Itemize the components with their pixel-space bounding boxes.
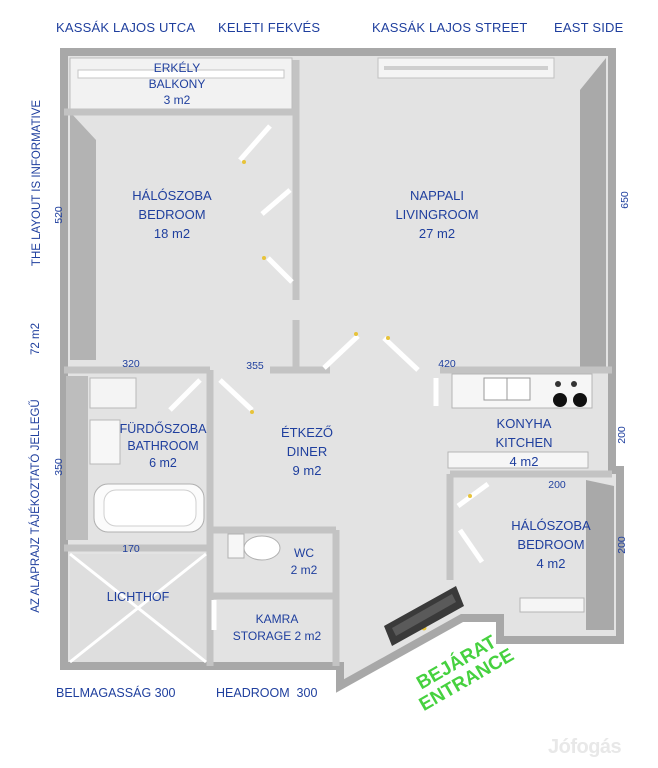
room-balcony-area: 3 m2 [163, 93, 191, 107]
room-balcony: ERKÉLY BALKONY 3 m2 [132, 60, 222, 108]
interior-walls [64, 60, 612, 666]
door-leaves [168, 124, 490, 630]
bedroom-right-wall-shade [586, 480, 614, 630]
kitchen-counter-lower [447, 451, 589, 469]
street-label-hu: KASSÁK LAJOS UTCA [56, 20, 196, 35]
balcony-railing [77, 69, 285, 79]
street-label-en: KASSÁK LAJOS STREET [372, 20, 528, 35]
room-kitchen-en: KITCHEN [495, 435, 553, 450]
dimension-355: 355 [246, 360, 264, 372]
toilet-icon [227, 533, 245, 559]
room-living-hu: NAPPALI [410, 188, 464, 203]
dimension-650: 650 [619, 191, 631, 209]
bath-cabinet [89, 377, 137, 409]
bath-sink-icon [89, 419, 121, 465]
room-diner-en: DINER [286, 444, 328, 459]
room-living-en: LIVINGROOM [395, 207, 479, 222]
left-wall-shade [70, 112, 96, 360]
room-storage-en: STORAGE 2 m2 [232, 629, 322, 643]
room-bathroom-hu: FÜRDŐSZOBA [119, 422, 207, 436]
dimension-420: 420 [438, 358, 456, 370]
room-diner-hu: ÉTKEZŐ [280, 425, 333, 440]
room-lichthof: LICHTHOF [98, 588, 178, 607]
dimension-200-bedroom: 200 [616, 536, 628, 554]
room-bedroom-main-area: 18 m2 [153, 226, 191, 241]
bedroom-cabinet [519, 597, 585, 613]
bath-left-shade [66, 376, 88, 540]
room-bathroom-en: BATHROOM [127, 439, 199, 453]
room-bathroom: FÜRDŐSZOBA BATHROOM 6 m2 [112, 421, 214, 472]
room-kitchen: KONYHA KITCHEN 4 m2 [474, 414, 574, 471]
hob-icon [555, 381, 561, 387]
room-bedroom-small-en: BEDROOM [517, 537, 585, 552]
informative-note: THE LAYOUT IS INFORMATIVE [31, 99, 43, 267]
dimension-320: 320 [122, 358, 140, 370]
informative-note-hu: AZ ALAPRAJZ TÁJÉKOZTATÓ JELLEGŰ [30, 399, 42, 613]
orientation-label-en: EAST SIDE [554, 20, 624, 35]
room-bedroom-main-en: BEDROOM [138, 207, 206, 222]
headroom-label-en: HEADROOM 300 [216, 686, 318, 700]
headroom-label-hu: BELMAGASSÁG 300 [56, 686, 176, 700]
room-bedroom-main: HÁLÓSZOBA BEDROOM 18 m2 [117, 186, 227, 243]
room-kitchen-hu: KONYHA [496, 416, 552, 431]
room-kitchen-area: 4 m2 [509, 454, 539, 469]
right-wall-shade [580, 58, 606, 370]
room-bedroom-small-area: 4 m2 [536, 556, 566, 571]
room-living: NAPPALI LIVINGROOM 27 m2 [382, 186, 492, 243]
room-bedroom-main-hu: HÁLÓSZOBA [132, 188, 212, 203]
room-bedroom-small: HÁLÓSZOBA BEDROOM 4 m2 [496, 516, 606, 573]
room-diner: ÉTKEZŐ DINER 9 m2 [262, 423, 352, 480]
room-storage: KAMRA STORAGE 2 m2 [222, 611, 332, 645]
balcony-area [69, 57, 293, 111]
room-bathroom-area: 6 m2 [149, 456, 177, 470]
room-living-area: 27 m2 [418, 226, 456, 241]
watermark-logo: Jófogás [548, 736, 622, 758]
room-balcony-en: BALKONY [148, 77, 206, 91]
dimension-520: 520 [53, 206, 65, 224]
room-balcony-hu: ERKÉLY [153, 61, 201, 75]
room-wc-area: 2 m2 [290, 563, 318, 577]
total-area-note: 72 m2 [30, 323, 42, 355]
room-diner-area: 9 m2 [292, 463, 322, 478]
outer-wall [60, 48, 624, 693]
room-storage-hu: KAMRA [255, 612, 299, 626]
room-wc-hu: WC [294, 546, 314, 560]
room-lichthof-label: LICHTHOF [106, 590, 170, 604]
dimension-200-kitchen: 200 [616, 426, 628, 444]
apartment-floor [64, 52, 620, 686]
door-handles [242, 160, 472, 631]
dimension-350: 350 [53, 458, 65, 476]
dimension-170: 170 [122, 543, 140, 555]
room-wc: WC 2 m2 [274, 545, 334, 579]
room-bedroom-small-hu: HÁLÓSZOBA [511, 518, 591, 533]
dimension-200-mid: 200 [548, 479, 566, 491]
orientation-label-hu: KELETI FEKVÉS [218, 20, 321, 35]
